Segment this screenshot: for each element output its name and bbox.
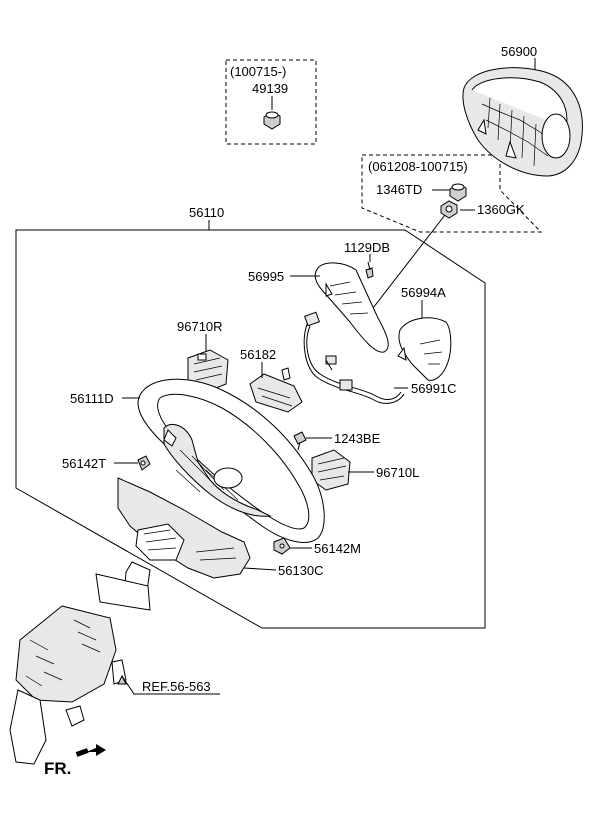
bolt-1243BE: [293, 431, 307, 451]
bracket-56182: [249, 367, 303, 413]
screw-1129DB: [365, 261, 374, 279]
front-direction-arrow-icon: [75, 744, 106, 757]
label-56995: 56995: [248, 269, 284, 284]
label-56994A: 56994A: [401, 285, 446, 300]
variant-box-100715: [225, 59, 317, 145]
screw-56142M: [273, 537, 291, 555]
label-date-range-1: (100715-): [230, 64, 286, 79]
wire-harness-56991C: [303, 311, 405, 404]
label-1346TD: 1346TD: [376, 182, 422, 197]
label-96710R: 96710R: [177, 319, 223, 334]
label-49139: 49139: [252, 81, 288, 96]
cover-56995: [314, 262, 389, 353]
steering-column: [9, 561, 151, 765]
lower-cover-56130C: [117, 477, 251, 579]
steering-wheel-56111D: [137, 378, 325, 543]
label-ref: REF.56-563: [142, 679, 211, 694]
label-56142M: 56142M: [314, 541, 361, 556]
variant-box-061208-100715: [361, 154, 543, 233]
label-56130C: 56130C: [278, 563, 324, 578]
label-56991C: 56991C: [411, 381, 457, 396]
airbag-module-56900: [462, 67, 583, 177]
nut-1360GK: [440, 200, 458, 219]
label-1360GK: 1360GK: [477, 202, 525, 217]
label-1243BE: 1243BE: [334, 431, 381, 446]
label-56111D: 56111D: [70, 391, 114, 406]
label-56182: 56182: [240, 347, 276, 362]
label-date-range-2: (061208-100715): [368, 159, 468, 174]
screw-56142T: [137, 455, 151, 471]
switch-96710L: [311, 449, 351, 491]
label-96710L: 96710L: [376, 465, 419, 480]
label-56900: 56900: [501, 44, 537, 59]
assembly-56110-frame: [15, 229, 486, 629]
label-56110: 56110: [189, 205, 224, 220]
label-56142T: 56142T: [62, 456, 106, 471]
nut-1346TD: [449, 183, 467, 202]
cover-56994A: [397, 317, 452, 381]
label-fr: FR.: [44, 759, 71, 778]
label-1129DB: 1129DB: [344, 240, 390, 255]
nut-49139: [263, 111, 281, 130]
